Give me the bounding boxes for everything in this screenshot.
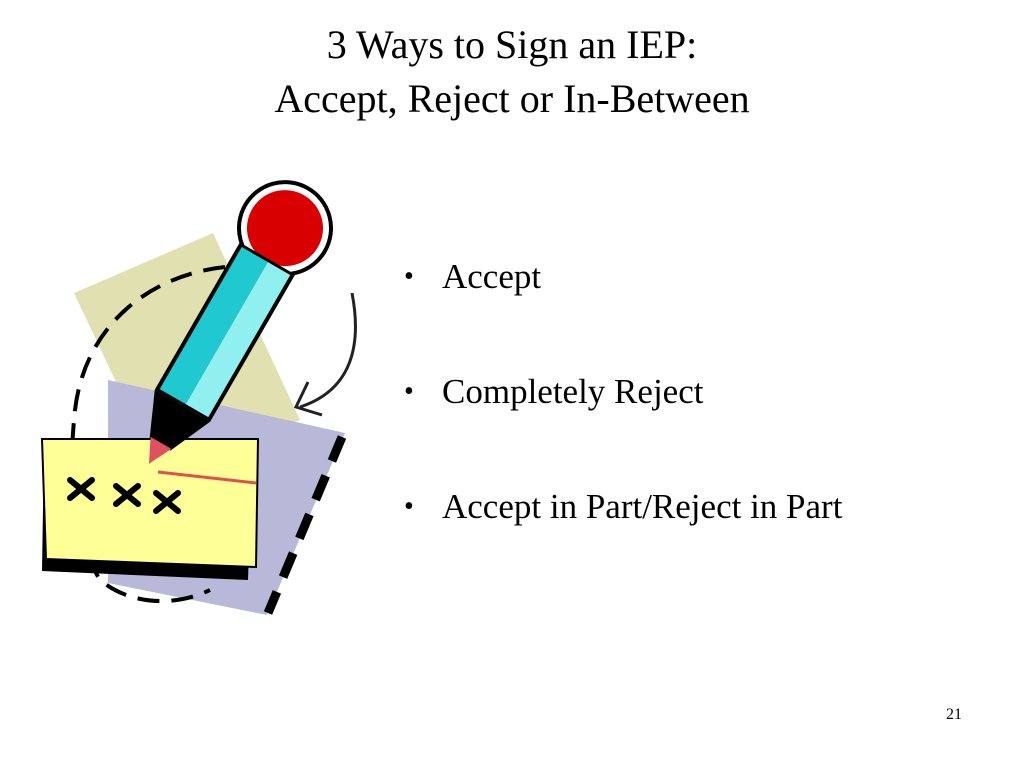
bullet-item: • Accept: [400, 248, 842, 306]
bullet-marker: •: [404, 261, 414, 292]
dashed-paper-edge: [263, 435, 347, 615]
page-number: 21: [946, 706, 962, 723]
bullet-marker: •: [404, 491, 414, 522]
x-marks: [67, 477, 181, 514]
signature-line: [157, 470, 257, 485]
bullet-text: Accept in Part/Reject in Part: [442, 487, 843, 526]
pencil-eraser: [247, 190, 323, 267]
pencil-tip: [149, 436, 172, 464]
arrow-head: [293, 381, 323, 417]
bullet-marker: •: [404, 376, 414, 407]
title-line-1: 3 Ways to Sign an IEP:: [326, 22, 698, 67]
pencil: [149, 180, 333, 464]
bullet-item: • Completely Reject: [400, 363, 842, 421]
bullet-text: Accept: [442, 257, 542, 296]
pencil-signing-document-icon: [40, 180, 357, 615]
bullet-list: • Accept • Completely Reject • Accept in…: [400, 248, 842, 593]
bullet-text: Completely Reject: [442, 372, 704, 411]
curved-arrow: [299, 292, 357, 409]
slide-title: 3 Ways to Sign an IEP: Accept, Reject or…: [0, 18, 1024, 126]
title-line-2: Accept, Reject or In-Between: [274, 76, 750, 121]
bullet-item: • Accept in Part/Reject in Part: [400, 478, 842, 536]
